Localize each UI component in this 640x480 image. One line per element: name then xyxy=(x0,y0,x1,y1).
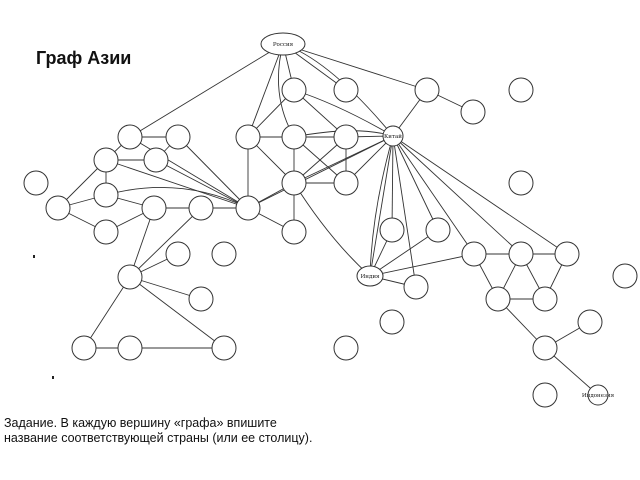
graph-edge xyxy=(247,43,284,138)
graph-node xyxy=(235,124,261,150)
graph-edge xyxy=(129,276,225,349)
stray-mark xyxy=(52,376,54,379)
graph-node xyxy=(93,182,119,208)
graph-node xyxy=(460,99,486,125)
graph-edge xyxy=(129,43,284,138)
task-line-2: название соответствующей страны (или ее … xyxy=(4,431,313,445)
graph-node xyxy=(117,335,143,361)
graph-node xyxy=(379,217,405,243)
graph-node xyxy=(281,219,307,245)
graph-node-russia xyxy=(260,32,306,56)
graph-node xyxy=(532,286,558,312)
graph-edge xyxy=(105,159,249,209)
graph-node xyxy=(612,263,638,289)
graph-edge xyxy=(392,135,568,255)
graph-node xyxy=(188,195,214,221)
graph-edge xyxy=(392,135,475,255)
graph-node xyxy=(93,219,119,245)
graph-node xyxy=(554,241,580,267)
graph-node xyxy=(23,170,49,196)
node-label-indonesia: Индонезия xyxy=(582,393,615,399)
graph-edge xyxy=(129,136,249,209)
graph-node xyxy=(532,382,558,408)
graph-edge xyxy=(105,187,249,209)
graph-node xyxy=(117,264,143,290)
graph-edge xyxy=(369,135,394,277)
graph-node xyxy=(211,241,237,267)
graph-edge xyxy=(369,229,439,277)
graph-edge xyxy=(392,135,417,288)
graph-node-china xyxy=(382,125,404,147)
graph-node xyxy=(45,195,71,221)
graph-node xyxy=(165,241,191,267)
graph-node xyxy=(333,170,359,196)
graph-node xyxy=(281,124,307,150)
graph-node xyxy=(141,195,167,221)
diagram-title: Граф Азии xyxy=(36,48,132,68)
graph-node xyxy=(403,274,429,300)
graph-node xyxy=(508,77,534,103)
graph-node-india xyxy=(356,265,384,287)
graph-node xyxy=(461,241,487,267)
graph-node-indonesia xyxy=(587,384,609,406)
graph-node xyxy=(235,195,261,221)
graph-node xyxy=(281,77,307,103)
graph-node xyxy=(333,124,359,150)
graph-node xyxy=(508,241,534,267)
graph-node xyxy=(532,335,558,361)
graph-node xyxy=(577,309,603,335)
graph-node xyxy=(93,147,119,173)
node-label-russia: Россия xyxy=(273,42,294,48)
task-line-1: Задание. В каждую вершину «графа» впишит… xyxy=(4,416,277,430)
graph-node xyxy=(188,286,214,312)
graph-node xyxy=(165,124,191,150)
graph-edge xyxy=(369,253,475,277)
graph-edge xyxy=(129,207,202,278)
graph-node xyxy=(143,147,169,173)
graph-edge xyxy=(247,135,394,209)
graph-node xyxy=(425,217,451,243)
graph-edge xyxy=(177,136,249,209)
node-label-china: Китай xyxy=(384,134,402,140)
graph-edge xyxy=(155,159,249,209)
graph-node xyxy=(333,335,359,361)
graph-node xyxy=(281,170,307,196)
graph-edge xyxy=(293,135,394,184)
task-text: Задание. В каждую вершину «графа» впишит… xyxy=(4,416,424,446)
graph-node xyxy=(485,286,511,312)
graph-node xyxy=(379,309,405,335)
graph-edge xyxy=(369,135,394,277)
graph-node xyxy=(508,170,534,196)
graph-edge xyxy=(392,135,522,255)
graph-edge xyxy=(391,135,394,231)
graph-node xyxy=(117,124,143,150)
graph-node xyxy=(333,77,359,103)
graph-node xyxy=(414,77,440,103)
graph-edge xyxy=(83,276,131,349)
stray-mark xyxy=(33,255,35,258)
graph-node xyxy=(71,335,97,361)
graph-edge xyxy=(392,135,439,231)
node-label-india: Индия xyxy=(361,274,381,280)
graph-edge xyxy=(282,43,428,91)
graph-node xyxy=(211,335,237,361)
